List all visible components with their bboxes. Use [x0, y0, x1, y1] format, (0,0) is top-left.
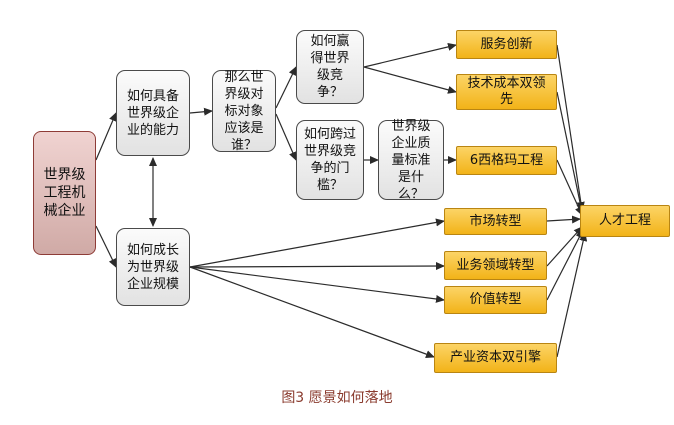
grow-node: 如何成长为世界级企业规模	[116, 228, 190, 306]
connector-win-service	[363, 42, 457, 68]
connector-business-talent	[546, 226, 583, 267]
benchmark-node: 那么世界级对标对象应该是谁？	[212, 69, 276, 153]
business-label: 业务领域转型	[456, 257, 535, 273]
value-label: 价值转型	[469, 292, 522, 307]
connector-capability-benchmark	[189, 107, 213, 116]
connector-tech-talent	[556, 91, 585, 213]
connector-service-talent	[556, 44, 585, 211]
talent-label: 人才工程	[598, 213, 651, 228]
service-node: 服务创新	[456, 30, 557, 59]
cross-node: 如何跨过世界级竞争的门槛？	[296, 120, 364, 200]
market-node: 市场转型	[444, 208, 547, 235]
engine-label: 产业资本双引擎	[449, 350, 541, 365]
engine-node: 产业资本双引擎	[434, 343, 557, 373]
connector-root-grow	[95, 225, 117, 268]
value-node: 价值转型	[444, 286, 547, 314]
quality-label: 世界级企业质量标准是什么？	[391, 118, 431, 202]
quality-node: 世界级企业质量标准是什么？	[378, 118, 444, 202]
talent-node: 人才工程	[580, 205, 670, 237]
sigma-label: 6西格玛工程	[469, 152, 544, 168]
root-label: 世界级工程机械企业	[43, 167, 86, 219]
connector-market-talent	[546, 215, 581, 224]
tech-label: 技术成本双领先	[467, 76, 546, 107]
connector-benchmark-win	[275, 66, 297, 109]
market-label: 市场转型	[469, 213, 522, 229]
connector-grow-business	[189, 262, 445, 271]
win-label: 如何赢得世界级竞争？	[310, 34, 350, 100]
connector-grow-value	[189, 266, 445, 303]
connector-engine-talent	[556, 232, 588, 358]
benchmark-label: 那么世界级对标对象应该是谁？	[224, 69, 264, 153]
connector-root-capability	[95, 112, 117, 161]
grow-label: 如何成长为世界级企业规模	[126, 242, 179, 292]
figure-caption: 图3 愿景如何落地	[281, 390, 393, 406]
connector-win-tech	[363, 66, 457, 94]
win-node: 如何赢得世界级竞争？	[296, 30, 364, 104]
connector-benchmark-cross	[275, 113, 297, 161]
connector-grow-market	[189, 218, 445, 268]
business-node: 业务领域转型	[444, 251, 547, 280]
capability-node: 如何具备世界级企业的能力	[116, 70, 190, 156]
connector-sigma-talent	[556, 159, 583, 216]
service-label: 服务创新	[480, 36, 533, 52]
cross-label: 如何跨过世界级竞争的门槛？	[303, 127, 356, 193]
tech-node: 技术成本双领先	[456, 74, 557, 110]
connector-grow-engine	[189, 266, 435, 358]
connector-value-talent	[546, 229, 584, 301]
sigma-node: 6西格玛工程	[456, 146, 557, 175]
root-node: 世界级工程机械企业	[33, 131, 96, 255]
capability-label: 如何具备世界级企业的能力	[126, 88, 179, 138]
